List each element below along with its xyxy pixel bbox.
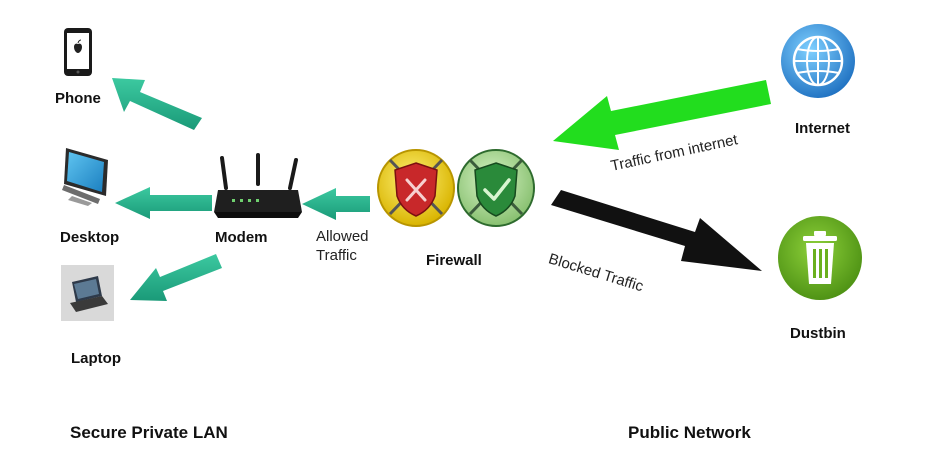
- arrow-modem-to-laptop: [130, 254, 222, 301]
- router-icon: [214, 153, 302, 218]
- firewall-label: Firewall: [426, 252, 482, 269]
- allowed-traffic-line1: Allowed: [316, 228, 369, 245]
- globe-icon: [781, 24, 855, 98]
- arrow-internet-to-firewall: [553, 80, 771, 150]
- desktop-label: Desktop: [60, 229, 120, 246]
- arrow-modem-to-phone: [112, 78, 202, 130]
- modem-label: Modem: [215, 229, 268, 246]
- phone-icon: [64, 28, 92, 76]
- lan-section-title: Secure Private LAN: [70, 423, 228, 442]
- phone-label: Phone: [55, 90, 101, 107]
- internet-label: Internet: [795, 120, 851, 137]
- desktop-icon: [62, 148, 108, 206]
- laptop-label: Laptop: [71, 350, 121, 367]
- public-section-title: Public Network: [628, 423, 751, 442]
- firewall-deny-icon: [377, 149, 455, 227]
- allowed-traffic-line2: Traffic: [316, 247, 357, 264]
- laptop-icon: [61, 265, 114, 321]
- arrow-firewall-to-modem: [302, 188, 370, 220]
- dustbin-label: Dustbin: [790, 325, 846, 342]
- arrow-modem-to-desktop: [115, 187, 212, 219]
- arrow-firewall-to-dustbin: [551, 190, 762, 271]
- firewall-allow-icon: [457, 149, 535, 227]
- trash-icon: [778, 216, 862, 300]
